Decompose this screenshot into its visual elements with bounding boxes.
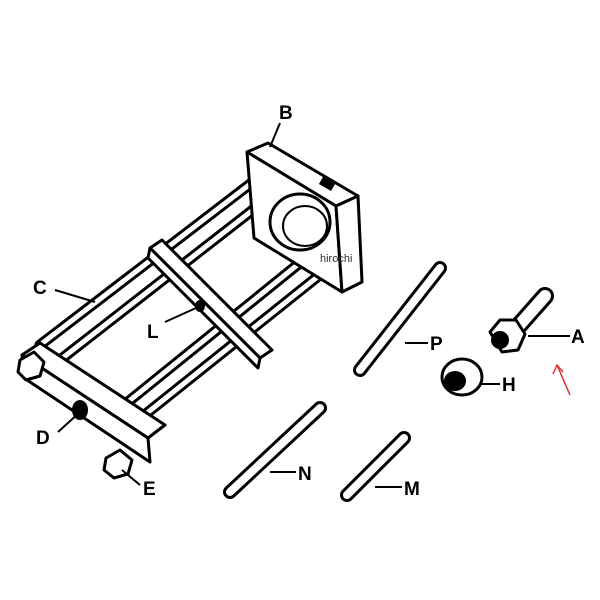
- label-p: P: [430, 334, 443, 355]
- label-h: H: [502, 375, 516, 396]
- label-a: A: [571, 327, 585, 348]
- label-e: E: [143, 479, 156, 500]
- red-arrow-icon: [552, 363, 571, 396]
- pin-n: [223, 401, 327, 499]
- label-n: N: [298, 464, 312, 485]
- pin-m: [340, 431, 411, 502]
- plate-middle: [146, 238, 274, 370]
- label-d: D: [36, 428, 50, 449]
- nut-h: [440, 357, 484, 397]
- watermark: hirochi: [320, 253, 352, 265]
- plate-bottom: [16, 341, 167, 480]
- label-b: B: [279, 103, 293, 124]
- leader-lines: [54, 122, 570, 488]
- pin-p: [353, 261, 447, 377]
- label-m: M: [404, 479, 420, 500]
- bolt-a: [488, 287, 554, 354]
- label-l: L: [147, 322, 159, 343]
- plate-b: [245, 141, 364, 294]
- label-c: C: [33, 278, 47, 299]
